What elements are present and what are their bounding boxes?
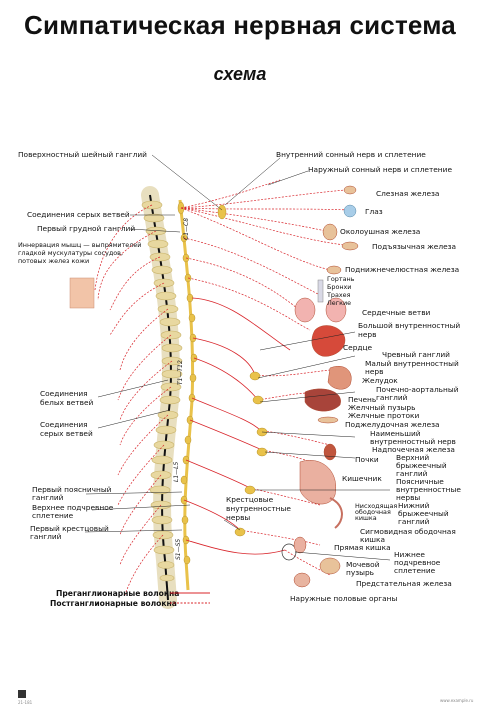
label-sacral-nerves-2: внутренностные	[226, 504, 291, 513]
segment-t-label: T1—T12	[177, 360, 184, 385]
label-bile-ducts: Желчные протоки	[348, 411, 419, 420]
label-lacrimal: Слезная железа	[376, 189, 439, 198]
label-intestine: Кишечник	[342, 474, 382, 483]
label-eye: Глаз	[365, 207, 383, 216]
stomach-shape	[328, 366, 351, 389]
sublingual-shape	[342, 242, 358, 250]
label-gray-rami-top: Соединения серых ветвей	[27, 210, 130, 219]
label-stomach: Желудок	[362, 376, 398, 385]
lung-left-shape	[295, 298, 315, 322]
label-sublingual: Подъязычная железа	[372, 242, 456, 251]
submandibular-shape	[327, 266, 341, 274]
segment-s-label: S1—S5	[175, 539, 182, 560]
label-pancreas: Поджелудочная железа	[345, 420, 440, 429]
legend: Преганглионарные волокна Постганглионарн…	[50, 589, 210, 608]
segment-l-label: L1—L5	[173, 461, 180, 482]
label-first-thoracic: Первый грудной ганглий	[37, 224, 135, 233]
skin-block-shape	[70, 278, 94, 308]
genitals-shape	[294, 573, 310, 587]
label-external-carotid: Наружный сонный нерв и сплетение	[308, 165, 452, 174]
legend-preganglionic-label: Преганглионарные волокна	[56, 589, 179, 598]
label-external-genitals: Наружные половые органы	[290, 594, 398, 603]
eye-shape	[344, 205, 356, 217]
label-first-sacral-2: ганглий	[30, 532, 62, 541]
label-skin-1: Иннервация мышц — выпрямителей	[18, 241, 141, 249]
label-sacral-nerves-3: нервы	[226, 513, 250, 522]
label-kidneys: Почки	[355, 455, 379, 464]
label-greater-splanchnic-2: нерв	[358, 330, 376, 339]
label-trachea: Трахея	[326, 291, 351, 299]
corner-left-text: 21-181	[18, 700, 33, 705]
label-aorticorenal-2: ганглий	[376, 393, 408, 402]
label-gray-rami-mid-1: Соединения	[40, 420, 88, 429]
label-submandibular: Поднижнечелюстная железа	[345, 265, 459, 274]
label-inf-mesenteric-3: ганглий	[398, 517, 430, 526]
descending-colon-shape	[330, 498, 342, 528]
liver-shape	[305, 389, 341, 411]
corner-marks: 21-181 www.example.ru	[18, 690, 474, 705]
label-internal-carotid: Внутренний сонный нерв и сплетение	[276, 150, 426, 159]
label-inf-hypogastric-3: сплетение	[394, 566, 436, 575]
trachea-shape	[318, 280, 323, 302]
label-heart: Сердце	[343, 343, 373, 352]
label-descending-colon-3: кишка	[355, 514, 377, 522]
segment-c-label: C1—C8	[183, 218, 190, 240]
label-skin-2: гладкой мускулатуры сосудов,	[18, 249, 123, 257]
label-lesser-splanchnic-2: нерв	[365, 367, 383, 376]
label-white-rami-2: белых ветвей	[40, 398, 93, 407]
lacrimal-gland-shape	[344, 186, 356, 194]
label-bladder-2: пузырь	[346, 568, 374, 577]
rectum-shape	[294, 537, 306, 553]
label-lungs: Легкие	[327, 299, 351, 307]
label-sacral-nerves-1: Крестцовые	[226, 495, 274, 504]
label-prostate: Предстательная железа	[356, 579, 452, 588]
label-gray-rami-mid-2: серых ветвей	[40, 429, 93, 438]
label-parotid: Околоушная железа	[340, 227, 420, 236]
label-rectum: Прямая кишка	[334, 543, 391, 552]
label-superficial-cervical: Поверхностный шейный ганглий	[18, 150, 147, 159]
corner-right-text: www.example.ru	[440, 698, 474, 703]
label-sup-hypogastric-2: сплетение	[32, 511, 74, 520]
bladder-shape	[320, 558, 340, 574]
label-bronchi: Бронхи	[327, 283, 351, 291]
parotid-shape	[323, 224, 337, 240]
heart-shape	[312, 325, 345, 356]
label-first-lumbar-2: ганглий	[32, 493, 64, 502]
label-greater-splanchnic-1: Большой внутренностный	[358, 321, 460, 330]
label-celiac: Чревный ганглий	[382, 350, 450, 359]
label-skin-3: потовых желез кожи	[18, 257, 89, 265]
qr-code-icon	[18, 690, 26, 698]
label-larynx: Гортань	[327, 275, 355, 283]
legend-postganglionic-label: Постганглионарные волокна	[50, 599, 177, 608]
right-labels: Внутренний сонный нерв и сплетение Наруж…	[276, 150, 461, 603]
kidney-shape	[324, 444, 336, 460]
pancreas-shape	[318, 417, 338, 423]
label-white-rami-1: Соединения	[40, 389, 88, 398]
label-cardiac-branches: Сердечные ветви	[362, 308, 431, 317]
